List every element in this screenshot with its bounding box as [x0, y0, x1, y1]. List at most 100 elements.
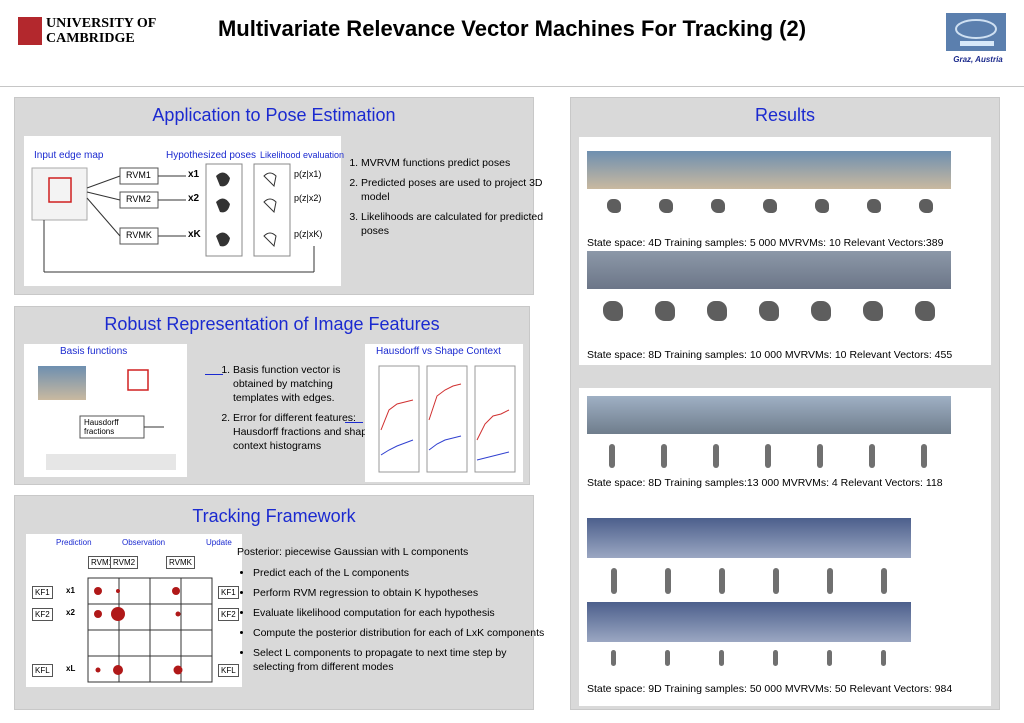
result-frame	[691, 396, 743, 434]
features-panel: Robust Representation of Image Features …	[14, 306, 530, 485]
body-model	[773, 650, 778, 666]
result-frame	[749, 518, 803, 558]
conference-logo-icon	[946, 13, 1006, 51]
tracking-grid-graphic	[87, 577, 213, 683]
tracking-x2: x2	[66, 608, 75, 617]
result-frame	[639, 396, 691, 434]
header-divider	[0, 86, 1024, 87]
tracking-panel: Tracking Framework Prediction Observatio…	[14, 495, 544, 710]
hausdorff-arrow	[345, 422, 363, 423]
result-frame	[587, 396, 639, 434]
body-model	[611, 650, 616, 666]
results-caption-3: State space: 8D Training samples:13 000 …	[587, 477, 943, 489]
tracking-bullets: Predict each of the L components Perform…	[237, 566, 547, 680]
tracking-kf2: KF2	[32, 608, 53, 621]
hand-model	[759, 301, 779, 321]
hand-model	[711, 199, 725, 213]
body-model	[609, 444, 615, 468]
hausdorff-vs-shape-figure: Hausdorff vs Shape Context	[365, 344, 523, 482]
tracking-bullet: Evaluate likelihood computation for each…	[253, 606, 547, 620]
result-frame	[857, 518, 911, 558]
hausdorff-box-label: Hausdorff fractions	[84, 418, 119, 436]
body-model	[765, 444, 771, 468]
tracking-update-label: Update	[206, 538, 232, 547]
pose-panel: Application to Pose Estimation	[14, 97, 543, 295]
results-block-1: State space: 4D Training samples: 5 000 …	[579, 137, 991, 365]
university-line1: UNIVERSITY OF	[46, 16, 157, 31]
body-model	[665, 568, 671, 594]
body-model	[719, 568, 725, 594]
body-model	[827, 568, 833, 594]
tracking-xl: xL	[66, 664, 76, 673]
basis-functions-figure: Basis functions Hausdorff fractions	[24, 344, 187, 477]
result-frame	[847, 251, 899, 289]
hand-model	[763, 199, 777, 213]
results-caption-1: State space: 4D Training samples: 5 000 …	[587, 237, 944, 249]
pose-diagram: Input edge map Hypothesized poses Likeli…	[24, 136, 345, 286]
result-frame	[641, 518, 695, 558]
body-model	[773, 568, 779, 594]
pose-step: Likelihoods are calculated for predicted…	[361, 210, 547, 238]
tracking-kf1: KF1	[32, 586, 53, 599]
hand-model	[607, 199, 621, 213]
result-frame	[847, 396, 899, 434]
body-model	[869, 444, 875, 468]
result-frame	[587, 151, 639, 189]
tracking-observation-label: Observation	[122, 538, 166, 547]
body-model	[719, 650, 724, 666]
result-frame	[803, 602, 857, 642]
hand-model	[603, 301, 623, 321]
page-title: Multivariate Relevance Vector Machines F…	[217, 16, 807, 41]
hand-model	[811, 301, 831, 321]
tracking-bullet: Compute the posterior distribution for e…	[253, 626, 547, 640]
basis-diagram-graphic	[46, 369, 176, 470]
pose-diagram-graphic	[31, 163, 315, 273]
pose-diagram-x1: x1	[188, 169, 200, 180]
hand-model	[867, 199, 881, 213]
tracking-kf1-update: KF1	[218, 586, 239, 599]
hand-model	[919, 199, 933, 213]
hand-model	[915, 301, 935, 321]
body-model	[611, 568, 617, 594]
tracking-panel-title: Tracking Framework	[192, 506, 356, 526]
result-frame	[695, 518, 749, 558]
results-block-2: State space: 8D Training samples:13 000 …	[579, 388, 991, 706]
result-frame	[587, 251, 639, 289]
tracking-bullet: Select L components to propagate to next…	[253, 646, 547, 674]
pose-diagram-p1: p(z|x1)	[294, 169, 322, 179]
result-frame	[639, 251, 691, 289]
pose-diagram-input-label: Input edge map	[34, 150, 104, 161]
body-model	[661, 444, 667, 468]
result-frame	[749, 602, 803, 642]
result-frame	[743, 396, 795, 434]
result-frame	[743, 251, 795, 289]
tracking-x1: x1	[66, 586, 75, 595]
result-frame	[899, 396, 951, 434]
tracking-bullet: Perform RVM regression to obtain K hypot…	[253, 586, 547, 600]
pose-diagram-lik-label: Likelihood evaluation	[260, 150, 345, 160]
tracking-rvm1: RVM1	[88, 556, 117, 569]
result-frame	[899, 251, 951, 289]
tracking-kfl: KFL	[32, 664, 53, 677]
result-frame	[803, 518, 857, 558]
hand-model	[863, 301, 883, 321]
results-panel-title: Results	[754, 105, 816, 125]
result-frame	[795, 151, 847, 189]
body-model	[827, 650, 832, 666]
results-caption-2: State space: 8D Training samples: 10 000…	[587, 349, 953, 361]
tracking-kf2-update: KF2	[218, 608, 239, 621]
result-frame	[587, 518, 641, 558]
pose-diagram-p2: p(z|x2)	[294, 193, 322, 203]
results-caption-4: State space: 9D Training samples: 50 000…	[587, 683, 953, 695]
result-frame	[857, 602, 911, 642]
features-panel-title: Robust Representation of Image Features	[104, 314, 440, 334]
conference-location: Graz, Austria	[953, 55, 1003, 64]
basis-input-image	[38, 366, 86, 400]
pose-step: MVRVM functions predict poses	[361, 156, 547, 170]
features-step: Error for different features: Hausdorff …	[233, 411, 373, 453]
tracking-kfl-update: KFL	[218, 664, 239, 677]
hand-model	[659, 199, 673, 213]
tracking-diagram: Prediction Observation Update RVM1 RVM2 …	[26, 534, 242, 687]
university-logo: UNIVERSITY OF CAMBRIDGE	[46, 16, 156, 46]
body-model	[881, 568, 887, 594]
